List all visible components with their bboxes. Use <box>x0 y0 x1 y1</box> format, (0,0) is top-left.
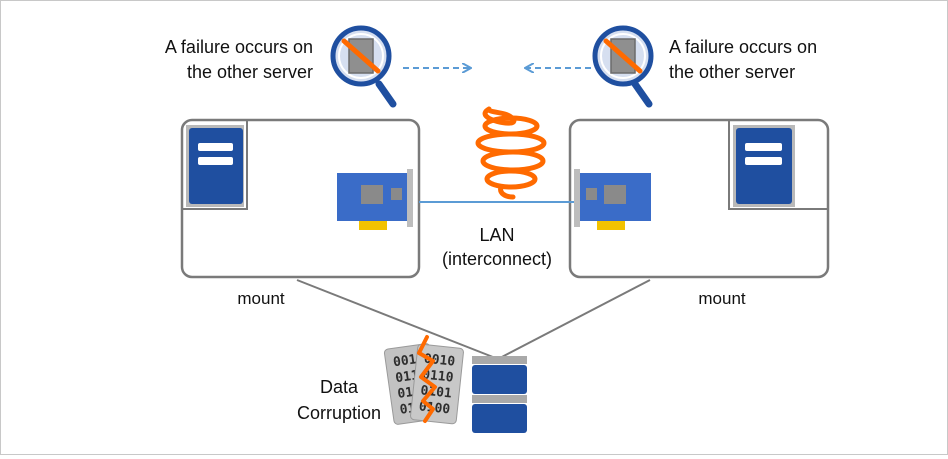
network-card-icon-left <box>337 169 413 230</box>
corruption-label-line2: Corruption <box>297 403 381 423</box>
server-tower-icon-left <box>186 125 244 207</box>
failure-label-left-line2: the other server <box>187 62 313 82</box>
server-left <box>180 118 421 279</box>
crack-mark <box>417 335 437 423</box>
failure-label-right-line2: the other server <box>669 62 795 82</box>
corrupted-data-icon: 0010 0110 0101 0100 0010 0110 0101 0100 <box>383 335 464 425</box>
shared-disk-icon <box>472 356 527 433</box>
mount-line-right <box>497 279 651 360</box>
server-right <box>568 118 830 279</box>
mount-label-right: mount <box>698 289 746 308</box>
mount-label-left: mount <box>237 289 285 308</box>
server-slot-right <box>728 121 827 210</box>
failure-label-right-line1: A failure occurs on <box>669 37 817 57</box>
lan-label-line1: LAN <box>479 225 514 245</box>
magnifier-failure-icon-right <box>592 25 654 108</box>
network-card-icon-right <box>574 169 651 230</box>
lan-label-line2: (interconnect) <box>442 249 552 269</box>
spring-icon <box>475 106 547 200</box>
corruption-label-line1: Data <box>320 377 359 397</box>
mount-line-left <box>296 279 499 360</box>
server-tower-icon-right <box>733 125 795 207</box>
magnifier-failure-icon-left <box>330 25 397 108</box>
failure-label-left-line1: A failure occurs on <box>165 37 313 57</box>
server-slot-left <box>183 121 248 210</box>
